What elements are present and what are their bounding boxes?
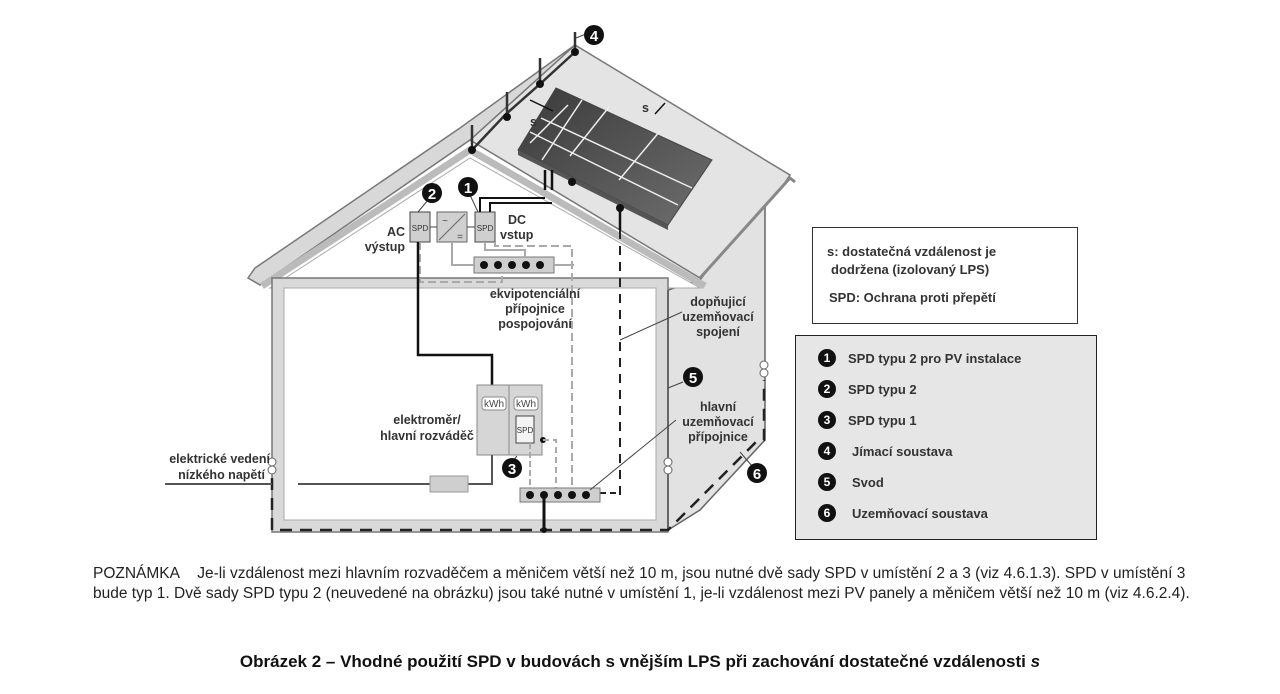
- dc-input-label-1: DC: [508, 213, 526, 227]
- air-termination: [470, 32, 577, 151]
- legend-label: Svod: [852, 474, 884, 490]
- lv-line-label-1: elektrické vedení: [169, 452, 270, 466]
- meter-label-2: hlavní rozváděč: [380, 429, 474, 443]
- legend-number: 6: [818, 504, 836, 522]
- legend-number: 4: [818, 442, 836, 460]
- svg-text:2: 2: [428, 186, 436, 203]
- pv-panel: [517, 87, 713, 230]
- info-line-3: SPD: Ochrana proti přepětí: [829, 290, 996, 305]
- marker-4: 4: [584, 25, 604, 45]
- marker-6: 6: [747, 463, 767, 483]
- legend-item: 1 SPD typu 2 pro PV instalace: [818, 347, 1021, 369]
- fuse: [429, 475, 469, 493]
- separation-label-right: s: [642, 101, 649, 115]
- supplementary-earthing-label-1: dopňujicí: [690, 295, 746, 309]
- legend: 1 SPD typu 2 pro PV instalace 2 SPD typu 2…: [795, 335, 1097, 540]
- front-wall-inner: [283, 287, 657, 521]
- supplementary-earthing-label-2: uzemňovací: [682, 310, 754, 324]
- svg-text:1: 1: [464, 180, 472, 197]
- legend-item: 5 Svod: [818, 471, 884, 493]
- svg-text:~: ~: [442, 216, 448, 227]
- marker-5: 5: [683, 367, 703, 387]
- legend-number: 5: [818, 473, 836, 491]
- svg-text:=: =: [457, 232, 463, 243]
- info-box: s: dostatečná vzdálenost je dodržena (iz…: [812, 227, 1078, 324]
- legend-label: SPD typu 2 pro PV instalace: [848, 350, 1022, 366]
- legend-label: Uzemňovací soustava: [852, 505, 988, 521]
- svg-text:kWh: kWh: [484, 399, 504, 410]
- ac-output-label-2: výstup: [365, 240, 406, 254]
- svg-text:6: 6: [753, 466, 761, 483]
- figure-caption: Obrázek 2 – Vhodné použití SPD v budovác…: [0, 652, 1280, 672]
- legend-item: 3 SPD typu 1: [818, 409, 917, 431]
- separation-arrows: [529, 99, 666, 115]
- main-earthing-label-2: uzemňovací: [682, 415, 754, 429]
- marker-3: 3: [502, 458, 522, 478]
- note-prefix: POZNÁMKA: [93, 565, 180, 582]
- legend-item: 2 SPD typu 2: [818, 378, 917, 400]
- marker-1: 1: [458, 177, 478, 197]
- note-paragraph: POZNÁMKA Je-li vzdálenost mezi hlavním r…: [93, 564, 1223, 603]
- svg-text:kWh: kWh: [516, 399, 536, 410]
- svg-text:SPD: SPD: [477, 224, 494, 233]
- earthing-system: [270, 380, 766, 532]
- info-line-2: dodržena (izolovaný LPS): [831, 262, 990, 277]
- svg-text:3: 3: [508, 461, 516, 478]
- lv-line-label-2: nízkého napětí: [178, 468, 265, 482]
- meter-label-1: elektroměr/: [393, 413, 461, 427]
- separation-label-left: s: [530, 115, 537, 129]
- marker-2: 2: [422, 183, 442, 203]
- svg-text:SPD: SPD: [517, 426, 534, 435]
- svg-text:SPD: SPD: [412, 224, 429, 233]
- caption-main: Obrázek 2 – Vhodné použití SPD v budovác…: [239, 652, 1031, 671]
- legend-item: 4 Jímací soustava: [818, 440, 952, 462]
- note-text: Je-li vzdálenost mezi hlavním rozvaděčem…: [93, 565, 1190, 602]
- equipotential-label-3: pospojování: [498, 317, 572, 331]
- legend-label: SPD typu 1: [848, 412, 917, 428]
- main-earthing-label-1: hlavní: [700, 400, 737, 414]
- spd-main: [515, 415, 535, 444]
- roof-left-plane: [246, 44, 576, 286]
- caption-italic: s: [1030, 652, 1041, 671]
- dc-input-label-2: vstup: [500, 228, 534, 242]
- legend-number: 3: [818, 411, 836, 429]
- equipotential-label-2: přípojnice: [505, 302, 565, 316]
- legend-item: 6 Uzemňovací soustava: [818, 502, 988, 524]
- supplementary-earthing-label-3: spojení: [696, 325, 740, 339]
- ac-output-label-1: AC: [387, 225, 405, 239]
- info-line-1: s: dostatečná vzdálenost je: [827, 244, 997, 259]
- legend-number: 1: [818, 349, 836, 367]
- svg-text:5: 5: [689, 370, 697, 387]
- legend-label: SPD typu 2: [848, 381, 917, 397]
- svg-text:4: 4: [590, 28, 599, 45]
- legend-label: Jímací soustava: [852, 443, 953, 459]
- legend-number: 2: [818, 380, 836, 398]
- main-earthing-label-3: přípojnice: [688, 430, 748, 444]
- equipotential-label-1: ekvipotenciální: [490, 287, 581, 301]
- roof-eave-right: [698, 175, 796, 280]
